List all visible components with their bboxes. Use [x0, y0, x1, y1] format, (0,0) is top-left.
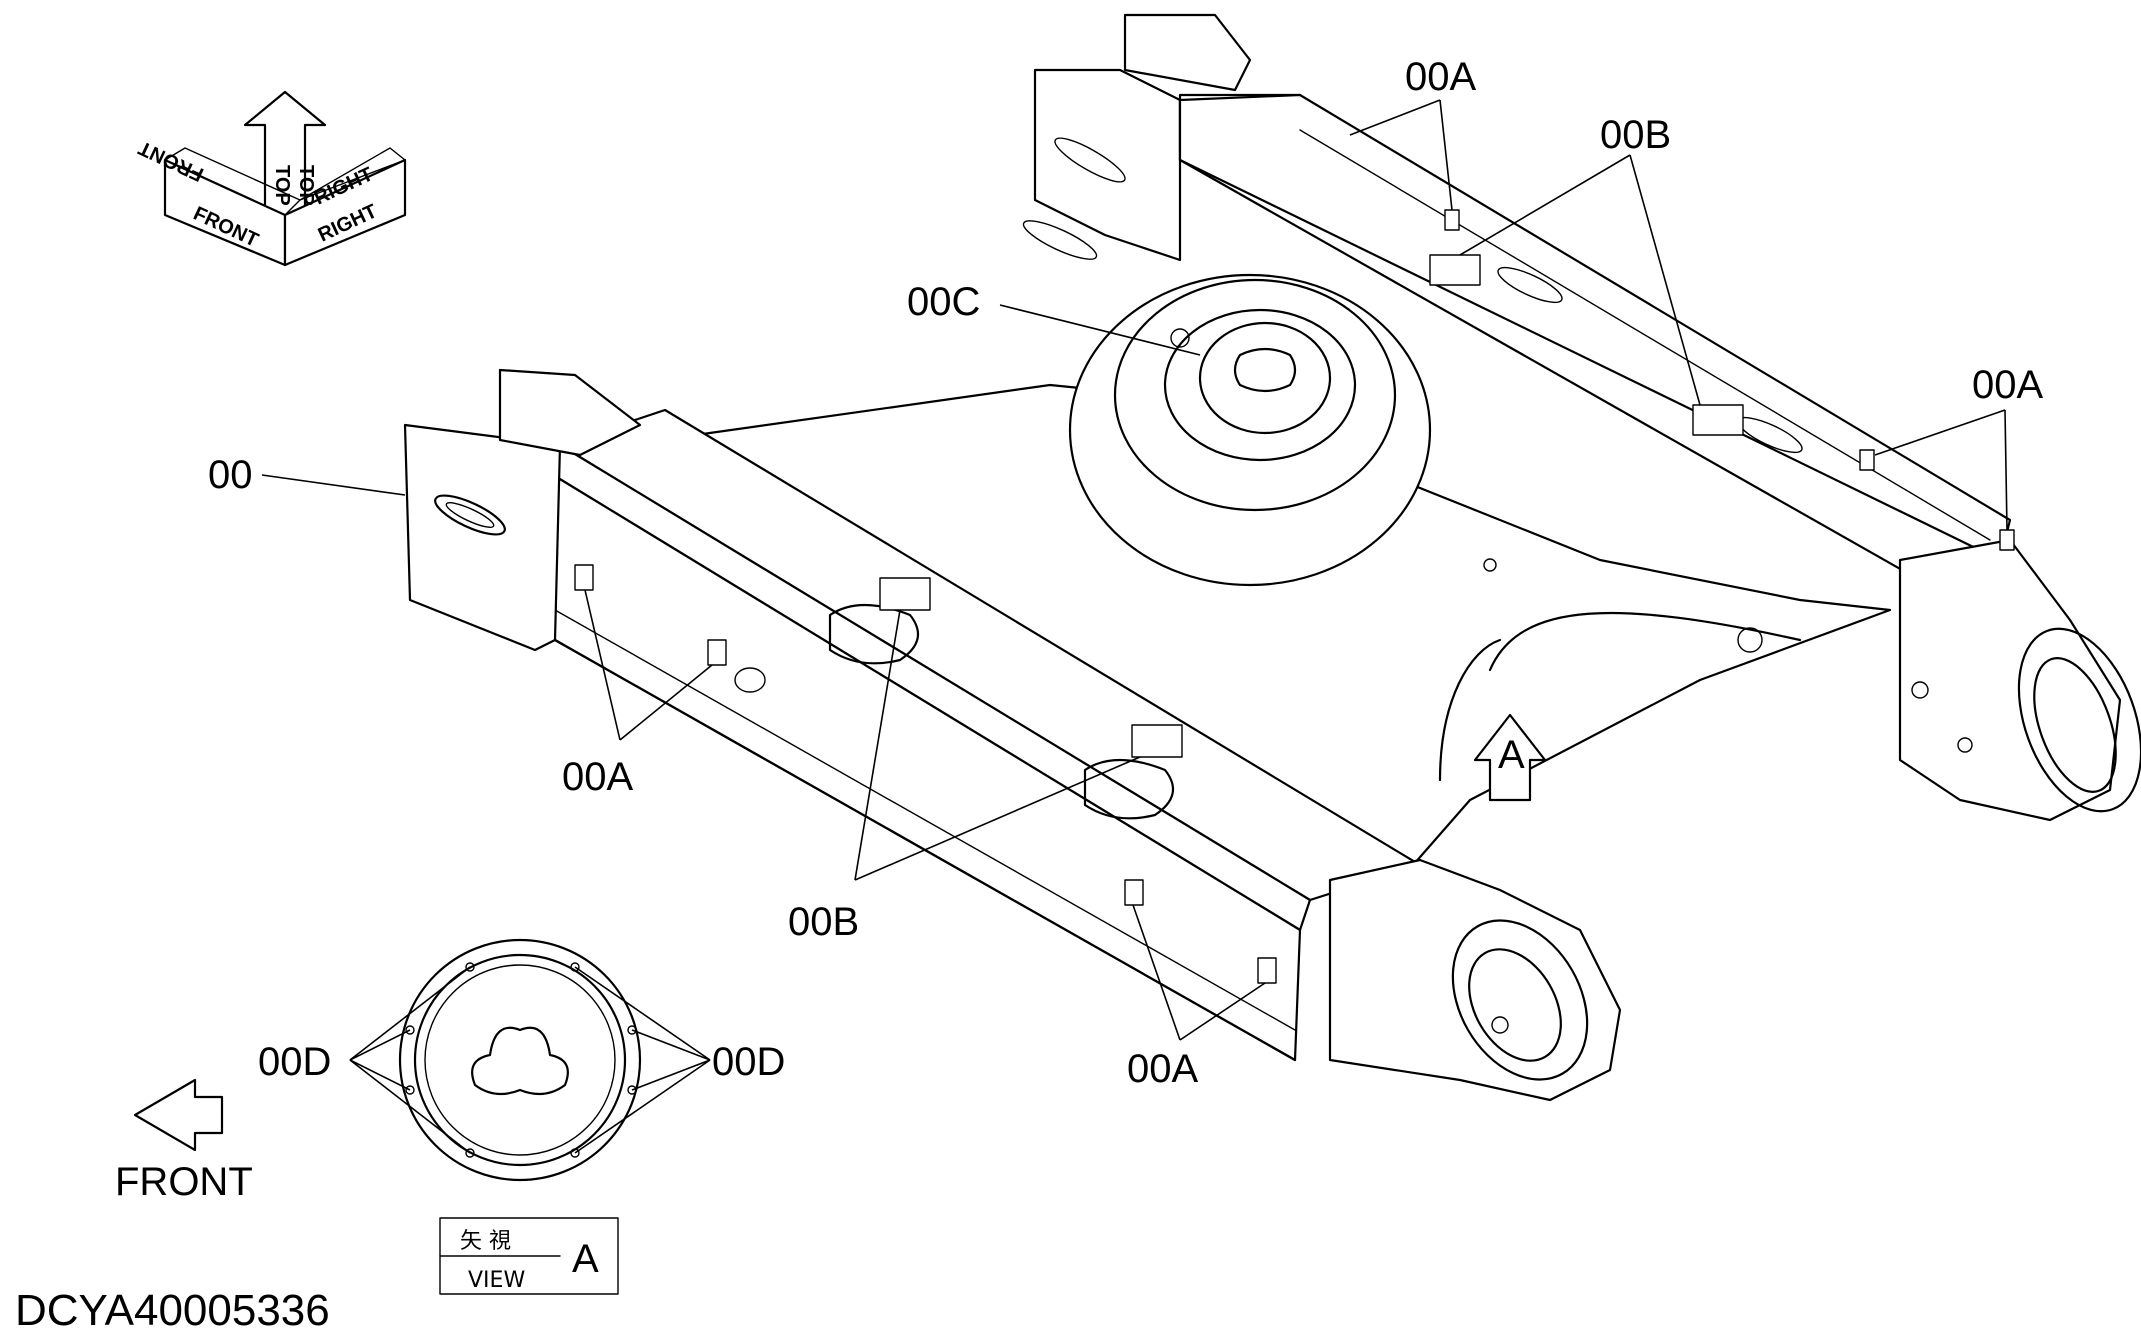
callout-00: 00 — [208, 453, 253, 497]
front-arrow-label: FRONT — [115, 1160, 253, 1204]
callout-00b-top: 00B — [1600, 113, 1671, 157]
view-a-leaders — [349, 966, 711, 1154]
callout-00c: 00C — [907, 280, 980, 324]
view-a-marker: A — [1498, 733, 1525, 777]
callout-00d-right: 00D — [712, 1040, 785, 1084]
callout-00a-lower: 00A — [1127, 1047, 1198, 1091]
callout-00d-left: 00D — [258, 1040, 331, 1084]
callout-00a-top: 00A — [1405, 55, 1476, 99]
track-frame: A — [403, 13, 2141, 1102]
view-a-detail — [398, 938, 642, 1182]
leader-lines — [261, 99, 2008, 1041]
callout-00b-lower: 00B — [788, 900, 859, 944]
view-box-en: VIEW — [468, 1268, 525, 1293]
view-box-letter: A — [572, 1237, 599, 1281]
callout-00a-right: 00A — [1972, 363, 2043, 407]
view-a-box: 矢 視 VIEW A — [439, 1217, 619, 1295]
orientation-cube-icon: FRONT FRONT TOP TOP RIGHT RIGHT — [135, 90, 407, 267]
drawing-code: DCYA40005336 — [15, 1286, 330, 1335]
front-arrow-icon — [133, 1078, 224, 1152]
callout-00a-left: 00A — [562, 755, 633, 799]
cube-top-label-2: TOP — [295, 165, 317, 206]
cube-top-label: TOP — [271, 165, 293, 206]
view-box-jp: 矢 視 — [460, 1229, 511, 1254]
